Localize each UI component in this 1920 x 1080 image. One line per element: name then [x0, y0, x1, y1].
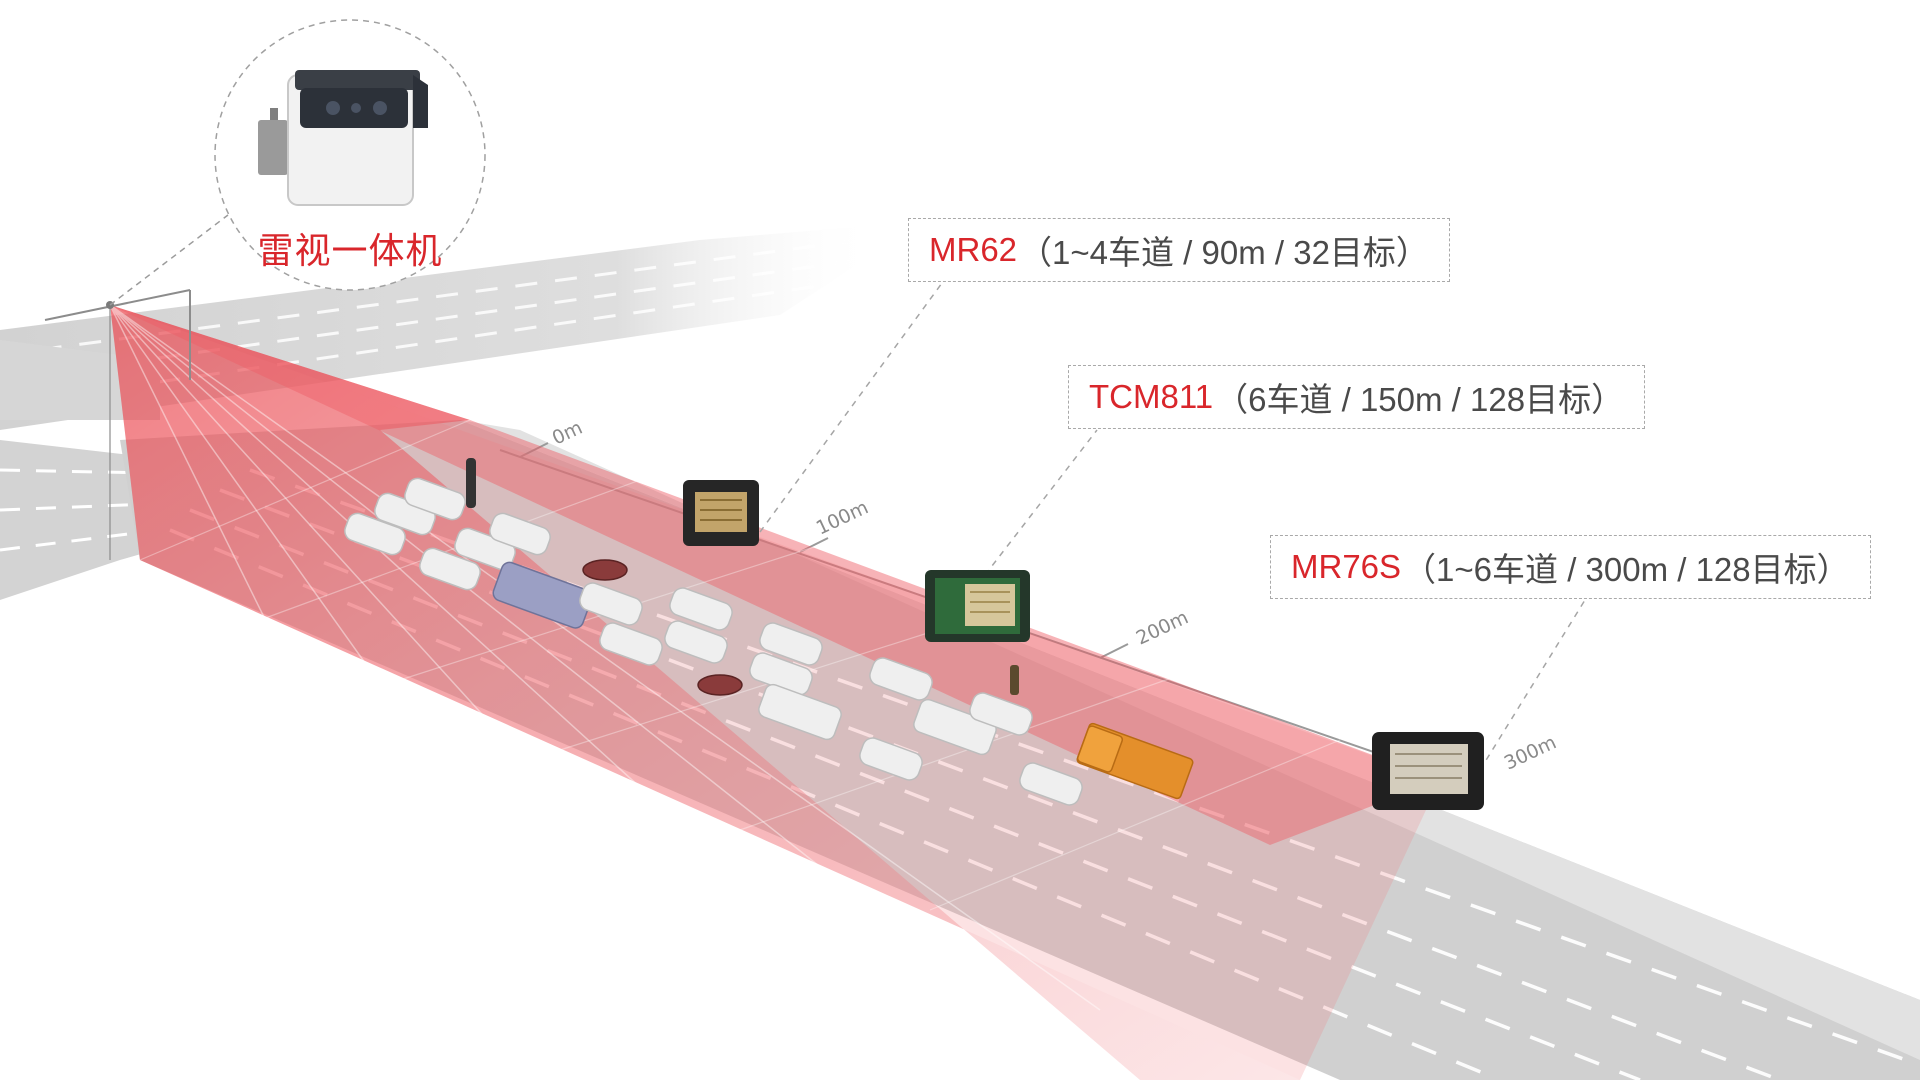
car-icon	[489, 512, 551, 556]
leader-mr76s	[1479, 599, 1586, 771]
vehicles	[344, 458, 1194, 806]
camera-caption: 雷视一体机	[257, 230, 443, 271]
radar-model-mr76s: MR76S	[1291, 548, 1402, 585]
camera-lead-line	[109, 214, 229, 306]
leader-mr62	[759, 282, 943, 533]
distance-marker-200: 200m	[1133, 606, 1192, 649]
pedestrian-icon	[466, 458, 476, 508]
pedestrian-icon	[1010, 665, 1019, 695]
car-icon	[579, 582, 643, 626]
car-icon	[664, 620, 728, 664]
truck-icon	[1076, 722, 1194, 800]
car-icon	[599, 622, 663, 666]
car-icon	[969, 692, 1033, 736]
callout-tcm811: TCM811 （6车道 / 150m / 128目标）	[1068, 365, 1646, 429]
distance-marker-0: 0m	[549, 417, 586, 450]
distance-marker-300: 300m	[1501, 731, 1560, 774]
car-icon	[759, 622, 823, 666]
car-icon	[344, 512, 406, 556]
radar-spec-tcm811: （6车道 / 150m / 128目标）	[1215, 381, 1625, 418]
radar-model-mr62: MR62	[929, 231, 1018, 268]
radar-spec-mr62: （1~4车道 / 90m / 32目标）	[1019, 234, 1429, 271]
mr62-board-icon	[683, 480, 759, 546]
distance-marker-100: 100m	[813, 496, 872, 539]
car-icon	[404, 477, 466, 521]
radar-spec-mr76s: （1~6车道 / 300m / 128目标）	[1403, 551, 1850, 588]
car-icon	[869, 657, 933, 701]
tcm811-board-icon	[925, 570, 1030, 642]
gantry	[44, 289, 191, 560]
van-icon	[758, 683, 842, 741]
car-icon	[419, 547, 481, 591]
car-icon	[1019, 762, 1083, 806]
radar-model-tcm811: TCM811	[1089, 378, 1214, 415]
car-icon	[669, 587, 733, 631]
van-icon	[913, 698, 997, 756]
motorcycle-icon	[697, 674, 743, 696]
radar-video-camera-icon	[258, 70, 428, 206]
mr76s-board-icon	[1372, 732, 1484, 810]
leader-tcm811	[984, 429, 1098, 576]
car-icon	[859, 737, 923, 781]
bus-icon	[492, 561, 593, 629]
car-icon	[454, 527, 516, 571]
callout-mr76s: MR76S （1~6车道 / 300m / 128目标）	[1270, 535, 1871, 599]
motorcycle-icon	[582, 559, 628, 581]
callout-mr62: MR62 （1~4车道 / 90m / 32目标）	[908, 218, 1450, 282]
